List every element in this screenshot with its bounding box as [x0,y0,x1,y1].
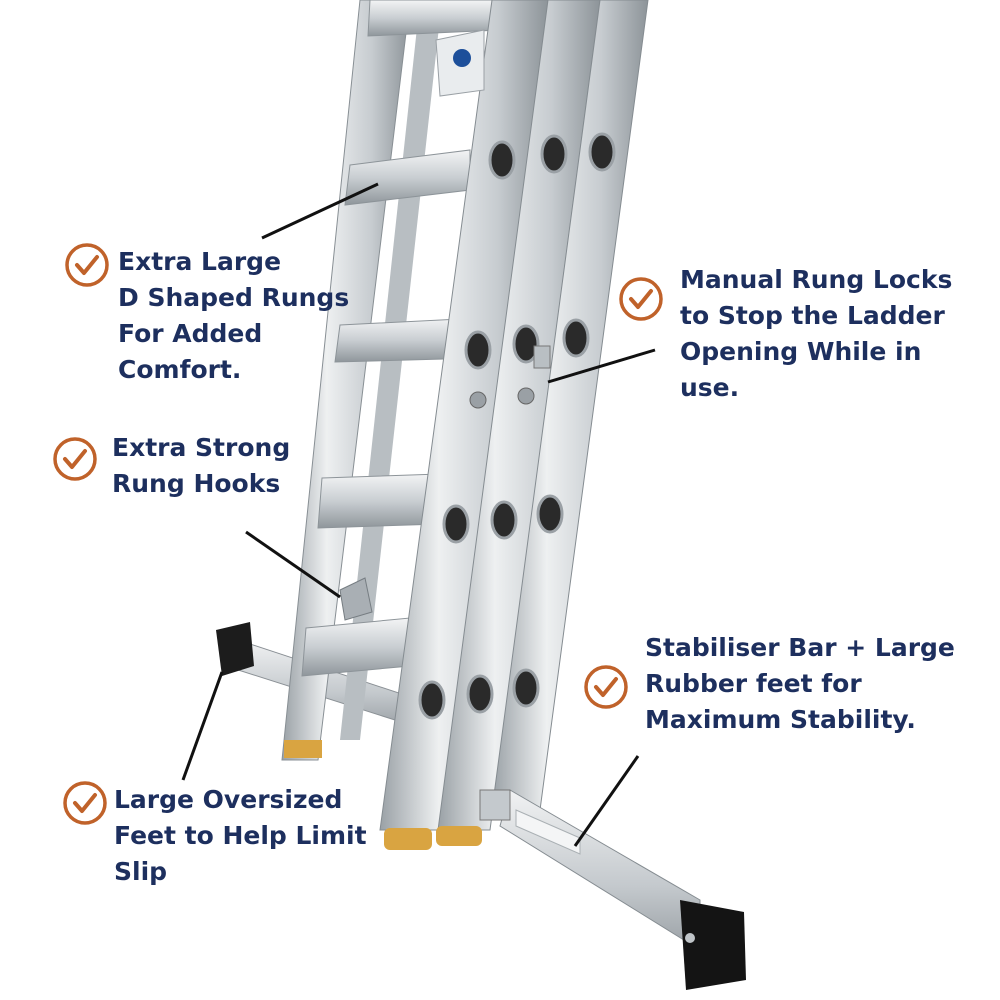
check-circle-icon [63,781,107,825]
rungs [301,0,501,677]
rung-hook [339,577,373,621]
check-circle-icon [619,277,663,321]
callout-line: Feet to Help Limit [114,821,367,850]
check-circle-icon [53,437,97,481]
check-circle-icon [65,243,109,287]
callout-stabiliser: Stabiliser Bar + Large Rubber feet for M… [645,630,955,738]
callout-line: For Added [118,319,263,348]
callout-line: Large Oversized [114,785,343,814]
callout-line: D Shaped Rungs [118,283,350,312]
rung-holes [418,132,616,720]
callout-feet: Large Oversized Feet to Help Limit Slip [114,782,367,890]
front-ladder-sections [379,0,649,850]
callout-line: Rubber feet for [645,669,862,698]
check-circle-icon [584,665,628,709]
callout-line: Opening While in [680,337,922,366]
callout-line: Extra Large [118,247,282,276]
callout-line: Rung Hooks [112,469,281,498]
callout-line: Comfort. [118,355,242,384]
callout-hooks: Extra Strong Rung Hooks [112,430,290,502]
callout-line: Stabiliser Bar + Large [645,633,955,662]
callout-locks: Manual Rung Locks to Stop the Ladder Ope… [680,262,952,406]
callout-rungs: Extra Large D Shaped Rungs For Added Com… [118,244,349,388]
callout-line: Manual Rung Locks [680,265,953,294]
rung-lock [469,345,551,409]
callout-line: Maximum Stability. [645,705,916,734]
callout-line: Slip [114,857,168,886]
callout-line: use. [680,373,740,402]
callout-line: to Stop the Ladder [680,301,945,330]
warning-label [435,29,485,97]
leader-lines [181,182,656,847]
callout-line: Extra Strong [112,433,291,462]
front-stabiliser-bar [479,789,746,990]
